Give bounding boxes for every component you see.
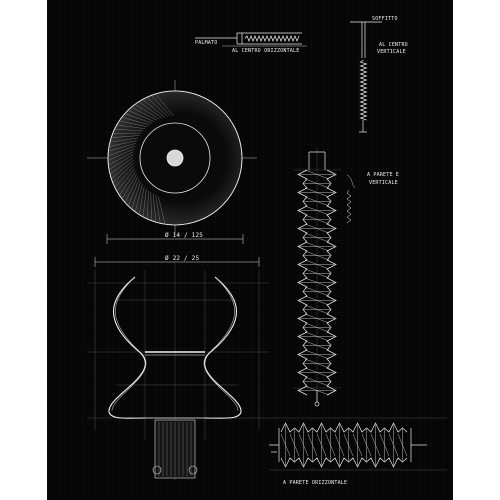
top-spring-coil: [244, 35, 300, 42]
bellows-folds: [298, 169, 336, 396]
horizontal-bellows-elevation: [269, 417, 447, 471]
disc-hatching: [108, 94, 174, 224]
top-horizontal-spring-detail: [195, 32, 307, 47]
lamp-elevation-profile: [108, 276, 242, 419]
vertical-bellows-elevation: [293, 147, 356, 407]
vertical-hanging-spring: [350, 21, 382, 133]
h-bellows-top-edge: [280, 422, 408, 433]
annotation-center-horizontal: AL CENTRO ORIZZONTALE: [232, 48, 300, 54]
annotation-vertical: VERTICALE: [377, 49, 406, 55]
annotation-wall-vertical-2: VERTICALE: [369, 180, 398, 186]
technical-drawing: [47, 0, 453, 500]
lamp-base-column: [152, 419, 198, 479]
dimension-lines: [94, 234, 260, 267]
h-bellows-bottom-edge: [280, 457, 408, 468]
annotation-palmato: PALMATO: [195, 40, 218, 46]
h-bellows-folds: [280, 423, 408, 467]
left-wave-profile: [108, 276, 146, 419]
right-wave-profile: [204, 276, 242, 419]
annotation-ceiling: SOFFITTO: [372, 16, 398, 22]
dimension-lower: Ø 22 / 25: [165, 255, 200, 262]
annotation-wall-horizontal: A PARETE ORIZZONTALE: [283, 480, 348, 486]
annotation-wall-vertical-1: A PARETE E: [367, 172, 400, 178]
dimension-upper: Ø 14 / 125: [165, 232, 204, 239]
vertical-spring-coil: [359, 59, 368, 121]
grid-background: [47, 0, 453, 500]
plan-view-disc: [87, 80, 257, 235]
blueprint-sheet: PALMATO AL CENTRO ORIZZONTALE SOFFITTO A…: [47, 0, 453, 500]
annotation-center: AL CENTRO: [379, 42, 408, 48]
